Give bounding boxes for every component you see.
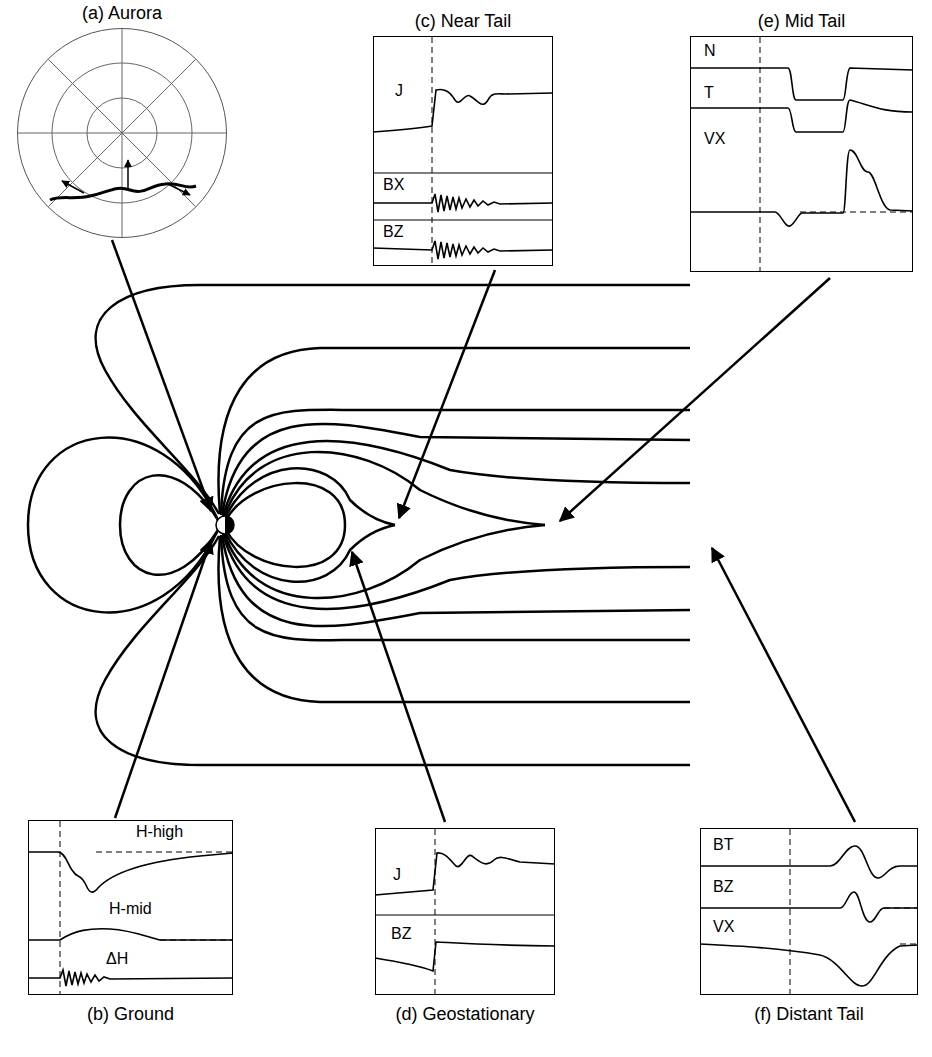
reference-line — [800, 212, 912, 213]
signal-trace — [28, 929, 233, 940]
leader-arrows — [112, 240, 211, 511]
signal-trace — [28, 852, 233, 892]
panel-divider — [373, 173, 555, 915]
reference-line — [790, 829, 791, 994]
earth — [216, 516, 234, 534]
signal-label: ΔH — [106, 951, 128, 967]
signal-label: BZ — [713, 879, 733, 895]
reference-line — [96, 852, 232, 853]
signal-label: J — [395, 83, 403, 99]
signal-label: J — [393, 867, 401, 883]
leader-arrows — [560, 278, 830, 521]
reference-line — [760, 37, 761, 271]
panel-title: (c) Near Tail — [374, 11, 552, 31]
signal-label: H-mid — [109, 901, 152, 917]
panel-title: (e) Mid Tail — [691, 11, 912, 31]
panel-divider — [373, 172, 553, 173]
field-lines — [96, 285, 690, 525]
field-lines — [226, 483, 345, 525]
field-lines — [221, 410, 690, 515]
signal-label: BZ — [383, 224, 403, 240]
signal-label: VX — [713, 919, 734, 935]
signal-trace — [373, 194, 553, 212]
panel-title: (f) Distant Tail — [701, 1004, 917, 1024]
signal-trace — [690, 100, 913, 132]
field-lines — [224, 525, 545, 598]
field-lines — [225, 525, 395, 582]
polar-grid — [18, 29, 226, 237]
signal-trace — [700, 846, 918, 986]
panel-divider — [373, 219, 553, 220]
earth — [216, 516, 234, 534]
signal-label: N — [704, 43, 716, 59]
signal-trace — [373, 241, 553, 259]
reference-line — [160, 940, 232, 941]
signal-trace — [28, 852, 233, 986]
field-lines — [226, 525, 345, 567]
field-lines — [96, 285, 690, 514]
signal-plot-panel: (f) Distant TailBTBZVX — [700, 828, 918, 995]
auroral-oval — [168, 184, 190, 195]
leader-arrows — [399, 270, 495, 518]
reference-line — [435, 829, 436, 994]
signal-label: BX — [383, 177, 404, 193]
leader-arrows — [112, 240, 855, 822]
signal-plot-panel: (b) GroundH-highH-midΔH — [28, 820, 233, 995]
field-lines — [221, 535, 690, 640]
polar-plot-panel: (a) Aurora — [17, 28, 227, 238]
panel-title: (d) Geostationary — [376, 1004, 554, 1024]
signal-plot-panel: (e) Mid TailNTVX — [690, 36, 913, 272]
reference-line — [760, 37, 912, 271]
panel-title: (a) Aurora — [18, 3, 226, 23]
signal-trace — [375, 853, 555, 971]
signal-trace — [700, 892, 918, 922]
reference-line — [60, 821, 232, 994]
signal-label: T — [704, 85, 714, 101]
signal-label: BT — [713, 837, 733, 853]
signal-trace — [28, 970, 233, 986]
reference-line — [60, 821, 61, 994]
signal-plot-panel: (c) Near TailJBXBZ — [373, 36, 553, 266]
panel-title: (b) Ground — [29, 1004, 232, 1024]
leader-arrows — [352, 552, 445, 822]
signal-trace — [690, 150, 913, 226]
signal-label: VX — [704, 131, 725, 147]
field-lines — [218, 536, 690, 702]
field-lines — [28, 438, 217, 613]
signal-trace — [690, 68, 913, 100]
signal-trace — [700, 944, 918, 986]
auroral-oval — [50, 160, 196, 200]
field-lines — [28, 285, 690, 765]
polar-grid — [49, 60, 196, 207]
field-lines — [96, 525, 690, 765]
signal-label: H-high — [136, 824, 183, 840]
reference-line — [432, 37, 433, 265]
leader-arrows — [115, 540, 211, 818]
reference-line — [435, 829, 436, 994]
signal-trace — [375, 942, 555, 971]
leader-arrows — [712, 548, 855, 822]
auroral-oval — [127, 160, 129, 188]
signal-trace — [375, 853, 555, 895]
earth — [225, 516, 234, 534]
panel-divider — [375, 914, 555, 915]
signal-plot-panel: (d) GeostationaryJBZ — [375, 828, 555, 995]
reference-line — [900, 944, 917, 945]
signal-trace — [373, 89, 553, 259]
signal-trace — [690, 68, 913, 226]
auroral-oval — [62, 181, 84, 193]
reference-line — [432, 37, 433, 265]
field-lines — [225, 468, 395, 525]
polar-grid — [49, 60, 196, 207]
reference-line — [790, 829, 917, 994]
reference-line — [884, 908, 917, 909]
field-lines — [224, 452, 545, 525]
field-lines — [96, 536, 690, 765]
signal-label: BZ — [391, 926, 411, 942]
